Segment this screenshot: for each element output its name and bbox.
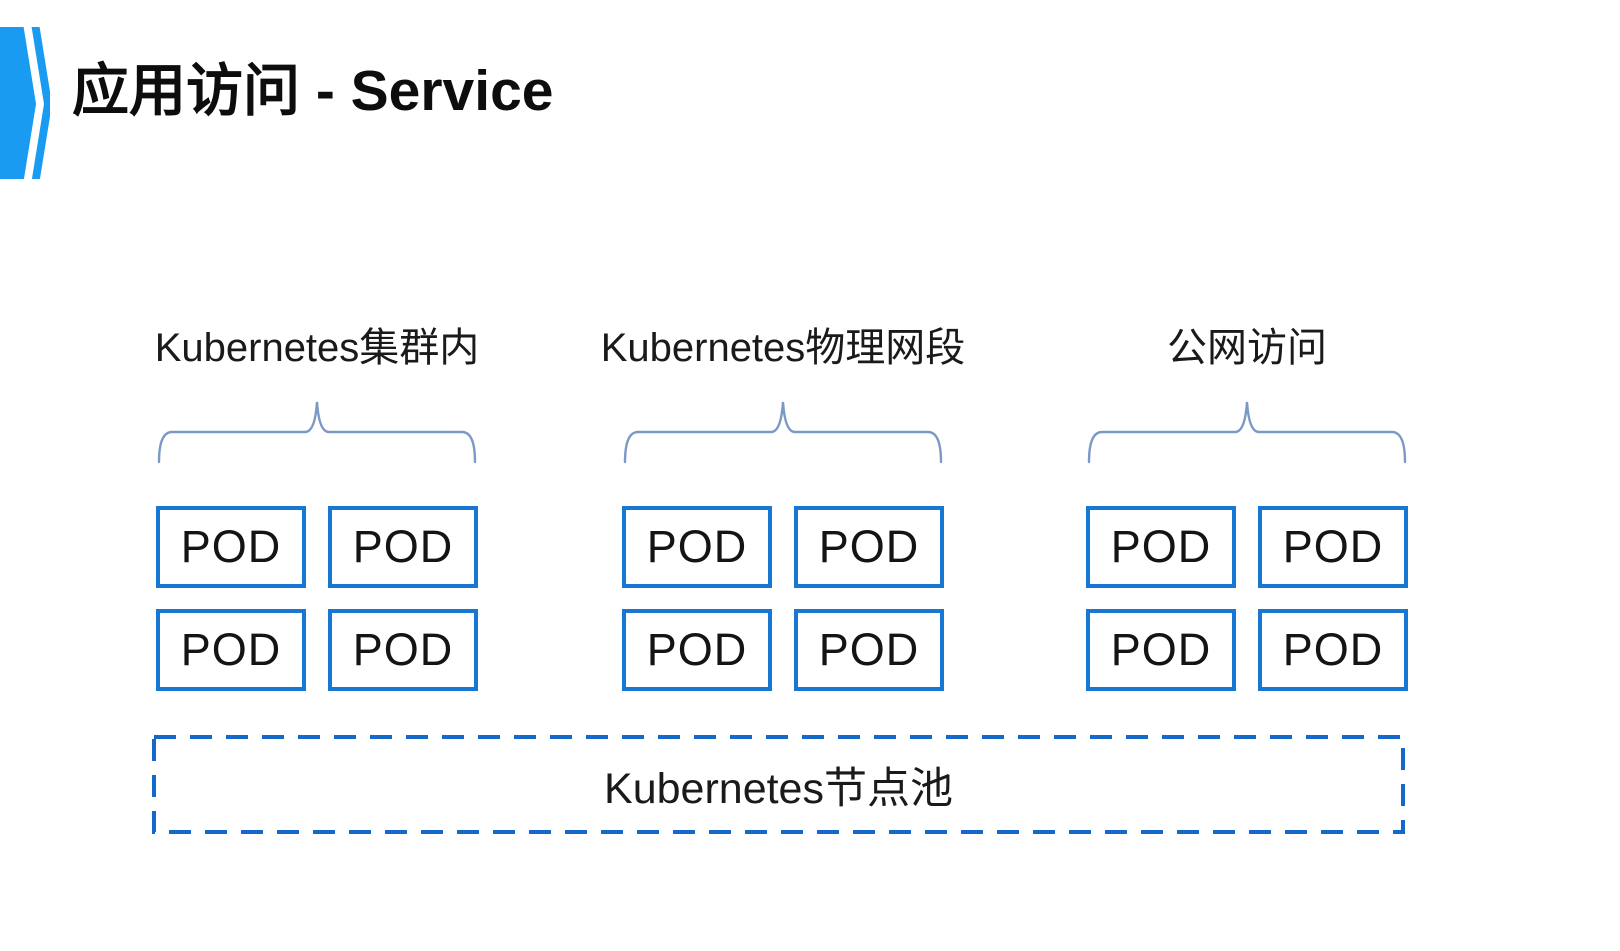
group-label-text: Kubernetes集群内 bbox=[154, 326, 480, 370]
group-label: 公网访问 bbox=[1086, 318, 1408, 370]
curly-brace-icon bbox=[1087, 401, 1407, 464]
pod-box: POD bbox=[328, 609, 478, 691]
group-label-text: 公网访问 bbox=[1167, 326, 1327, 370]
pod-box: POD bbox=[328, 506, 478, 588]
group-label-text: Kubernetes物理网段 bbox=[600, 326, 966, 370]
pod-box: POD bbox=[622, 506, 772, 588]
access-group-cluster-internal: Kubernetes集群内 POD POD POD POD bbox=[154, 318, 480, 691]
pod-box: POD bbox=[156, 506, 306, 588]
pod-box: POD bbox=[622, 609, 772, 691]
node-pool-label: Kubernetes节点池 bbox=[604, 764, 953, 813]
node-pool-box: Kubernetes节点池 bbox=[152, 735, 1405, 834]
curly-brace-icon bbox=[157, 401, 477, 464]
pod-grid: POD POD POD POD bbox=[622, 506, 944, 691]
group-label: Kubernetes集群内 bbox=[154, 318, 480, 370]
pod-grid: POD POD POD POD bbox=[156, 506, 478, 691]
pod-box: POD bbox=[794, 609, 944, 691]
double-chevron-right-icon bbox=[0, 27, 50, 179]
pod-box: POD bbox=[1086, 506, 1236, 588]
dashed-border bbox=[152, 735, 1405, 834]
pod-box: POD bbox=[156, 609, 306, 691]
access-group-physical-network: Kubernetes物理网段 POD POD POD POD bbox=[601, 318, 966, 691]
access-group-public-network: 公网访问 POD POD POD POD bbox=[1086, 318, 1408, 691]
pod-box: POD bbox=[794, 506, 944, 588]
pod-grid: POD POD POD POD bbox=[1086, 506, 1408, 691]
curly-brace-icon bbox=[623, 401, 943, 464]
pod-box: POD bbox=[1086, 609, 1236, 691]
page-title: 应用访问 - Service bbox=[72, 59, 554, 123]
group-label: Kubernetes物理网段 bbox=[601, 318, 966, 370]
pod-box: POD bbox=[1258, 506, 1408, 588]
pod-box: POD bbox=[1258, 609, 1408, 691]
